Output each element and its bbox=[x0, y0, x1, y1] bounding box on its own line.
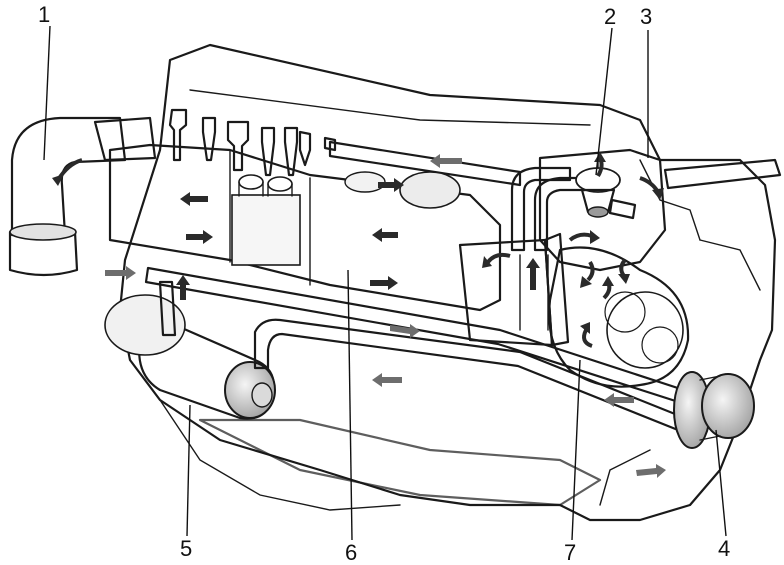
flow-arrow-curved bbox=[618, 258, 630, 284]
flow-arrow bbox=[372, 228, 398, 242]
flow-arrow bbox=[180, 192, 208, 206]
flow-arrow-curved bbox=[602, 276, 614, 300]
air-intake-elbow-icon bbox=[8, 116, 157, 277]
callout-1: 1 bbox=[38, 2, 50, 27]
flow-arrow bbox=[636, 464, 666, 478]
crankcase bbox=[198, 418, 602, 507]
coolant-gallery-pipe bbox=[328, 140, 522, 209]
header-tank bbox=[458, 166, 587, 347]
flow-arrow bbox=[604, 393, 634, 407]
flow-arrow bbox=[105, 266, 136, 280]
thermostat-icon bbox=[575, 159, 637, 220]
flow-arrow bbox=[176, 275, 190, 300]
callout-labels: 1 2 3 4 5 6 7 bbox=[38, 2, 730, 565]
callout-7: 7 bbox=[564, 540, 576, 565]
water-pump-icon bbox=[673, 371, 755, 449]
thermostat-housing-icon bbox=[538, 148, 782, 272]
flow-arrow-curved bbox=[52, 158, 83, 186]
cylinder-block-water-jacket-icon bbox=[108, 143, 502, 312]
flow-arrow bbox=[372, 373, 402, 387]
flow-arrow bbox=[370, 276, 398, 290]
callout-6: 6 bbox=[345, 540, 357, 565]
cylinder-head-studs bbox=[168, 108, 337, 177]
oil-cooler-icon bbox=[104, 294, 276, 420]
callout-5: 5 bbox=[180, 536, 192, 561]
flow-arrow-curved bbox=[580, 260, 595, 288]
callout-4: 4 bbox=[718, 536, 730, 561]
flow-arrow bbox=[390, 324, 420, 338]
callout-2: 2 bbox=[604, 4, 616, 29]
pump-volute-icon bbox=[548, 246, 690, 388]
flow-arrow-curved bbox=[580, 322, 593, 348]
callout-leaders bbox=[43, 25, 727, 541]
callout-3: 3 bbox=[640, 4, 652, 29]
flow-arrows bbox=[52, 152, 666, 478]
flow-arrow-curved bbox=[482, 252, 511, 268]
flow-arrow bbox=[526, 258, 540, 290]
flow-arrow bbox=[186, 230, 213, 244]
flow-arrow bbox=[378, 178, 404, 192]
flow-arrow bbox=[430, 154, 462, 168]
flow-arrow-curved bbox=[639, 176, 664, 200]
flow-arrow-curved bbox=[568, 230, 600, 244]
engine-block bbox=[118, 43, 777, 522]
